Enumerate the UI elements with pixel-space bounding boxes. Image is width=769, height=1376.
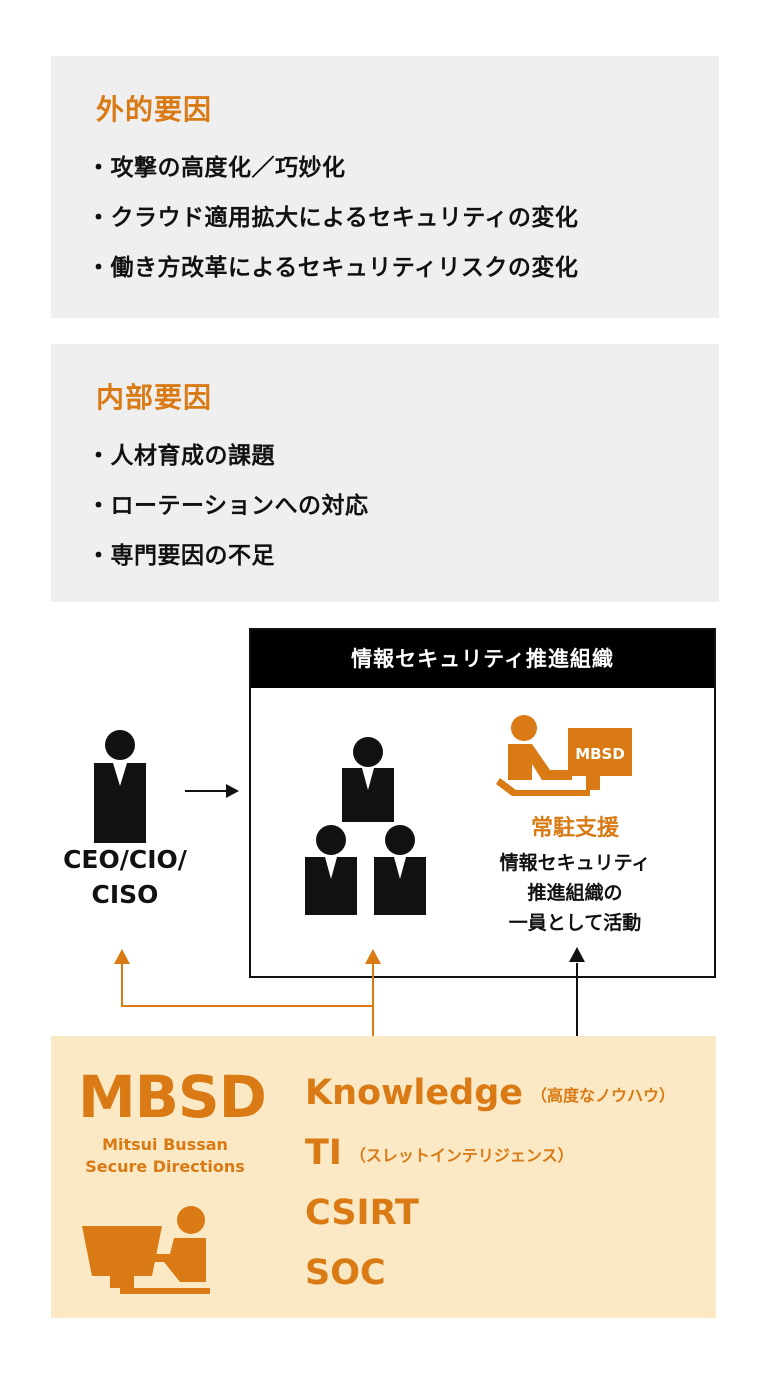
arrow-right-icon xyxy=(185,784,239,798)
executive-person-icon xyxy=(94,730,146,843)
internal-factors-panel: 内部要因 ・人材育成の課題 ・ローテーションへの対応 ・専門要因の不足 xyxy=(51,344,719,602)
arrow-up-icon xyxy=(114,949,130,964)
team-person-icon xyxy=(305,825,357,915)
service-name: SOC xyxy=(305,1253,386,1293)
tie-gap xyxy=(325,857,337,879)
mbsd-company-line2: Secure Directions xyxy=(85,1157,245,1176)
service-ti: TI （スレットインテリジェンス） xyxy=(305,1133,574,1173)
external-factors-panel: 外的要因 ・攻撃の高度化／巧妙化 ・クラウド適用拡大によるセキュリティの変化 ・… xyxy=(51,56,719,318)
executive-label-line1: CEO/CIO/ xyxy=(63,845,187,874)
support-description-line: 一員として活動 xyxy=(508,912,642,934)
support-description-line: 情報セキュリティ xyxy=(499,852,651,874)
external-factor-item: ・攻撃の高度化／巧妙化 xyxy=(87,155,346,181)
onsite-support-title: 常駐支援 xyxy=(530,816,619,841)
mbsd-logo: MBSD xyxy=(78,1063,267,1131)
security-organization-box: 情報セキュリティ推進組織 xyxy=(249,628,716,978)
mbsd-worker-icon xyxy=(82,1206,210,1294)
service-csirt: CSIRT xyxy=(305,1193,419,1233)
mbsd-panel xyxy=(51,1036,716,1318)
executive-label-line2: CISO xyxy=(91,880,159,909)
service-note: （高度なノウハウ） xyxy=(531,1086,676,1105)
internal-factors-title: 内部要因 xyxy=(96,381,213,414)
service-knowledge: Knowledge （高度なノウハウ） xyxy=(305,1073,675,1113)
arrow-up-icon xyxy=(569,947,585,962)
tie-gap xyxy=(394,857,406,879)
monitor-label: MBSD xyxy=(575,745,625,763)
mbsd-company-line1: Mitsui Bussan xyxy=(102,1135,228,1154)
service-name: Knowledge xyxy=(305,1073,523,1113)
internal-factor-item: ・人材育成の課題 xyxy=(87,443,275,469)
service-name: CSIRT xyxy=(305,1193,419,1233)
security-organization-header: 情報セキュリティ推進組織 xyxy=(251,630,714,688)
tie-gap xyxy=(362,768,374,790)
service-note: （スレットインテリジェンス） xyxy=(349,1146,574,1165)
mbsd-operator-icon xyxy=(496,715,632,796)
service-soc: SOC xyxy=(305,1253,386,1293)
external-factor-item: ・働き方改革によるセキュリティリスクの変化 xyxy=(87,255,579,281)
internal-factor-item: ・専門要因の不足 xyxy=(87,543,275,569)
service-name: TI xyxy=(305,1133,342,1173)
mbsd-connector xyxy=(121,963,374,1036)
internal-factor-item: ・ローテーションへの対応 xyxy=(87,493,369,519)
executive-tie-gap xyxy=(113,763,127,786)
external-factors-title: 外的要因 xyxy=(96,93,213,126)
external-factor-item: ・クラウド適用拡大によるセキュリティの変化 xyxy=(87,205,579,231)
support-description-line: 推進組織の xyxy=(527,882,623,904)
arrow-up-icon xyxy=(365,949,381,964)
